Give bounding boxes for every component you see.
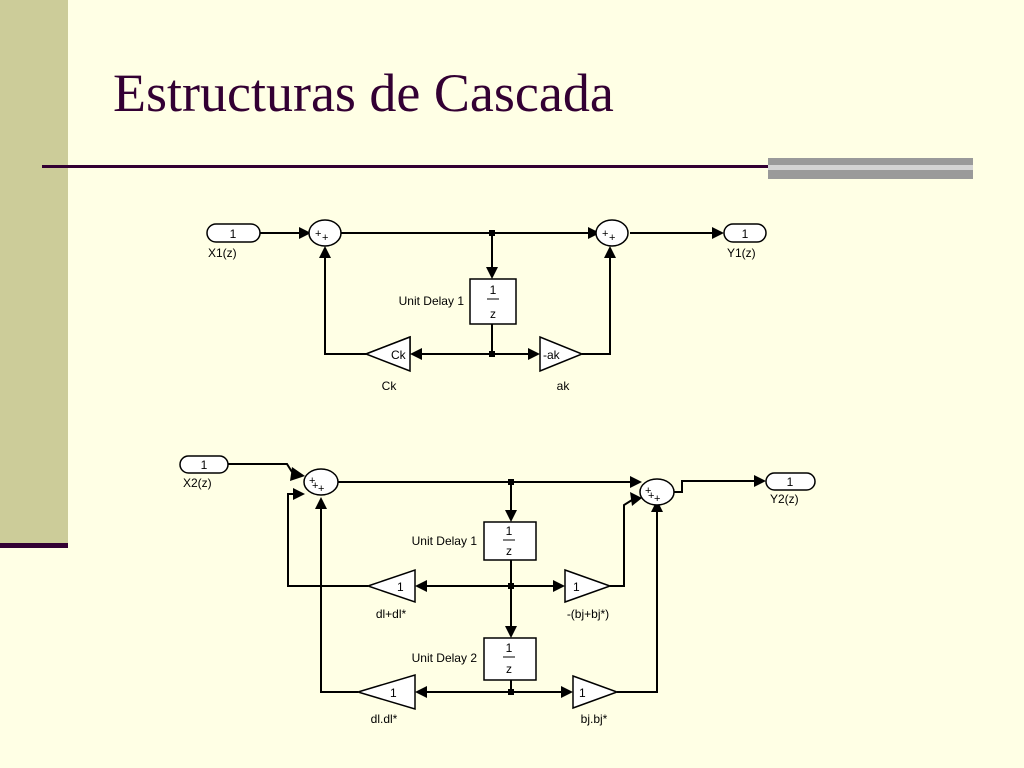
input-port-label: X2(z) — [183, 476, 212, 490]
gain-value: 1 — [573, 580, 580, 594]
unit-delay-numerator: 1 — [490, 283, 497, 297]
input-port-x1[interactable]: 1 — [206, 223, 261, 243]
unit-delay-denominator: z — [506, 544, 512, 558]
gain-label: dl+dl* — [376, 607, 407, 621]
title-underline — [42, 165, 768, 168]
gain-label: ak — [557, 379, 571, 393]
output-port-label: Y2(z) — [770, 492, 799, 506]
title-underline-accent-highlight — [768, 165, 973, 170]
sum-sign: + — [602, 228, 608, 240]
gain-value: Ck — [391, 348, 407, 362]
sum-block-3[interactable]: + + + — [303, 468, 339, 496]
unit-delay-block[interactable]: 1 z — [469, 278, 517, 325]
sum-block-4[interactable]: + + + — [639, 478, 675, 506]
sum-sign: + — [645, 485, 651, 497]
gain-value: 1 — [579, 686, 586, 700]
diagram-2-wires — [228, 463, 758, 693]
gain-label: bj.bj* — [581, 712, 608, 726]
unit-delay-numerator: 1 — [506, 524, 513, 538]
sum-sign: + — [315, 228, 321, 240]
sidebar-foot-line — [0, 543, 68, 548]
gain-label: dl.dl* — [371, 712, 398, 726]
input-port-x2[interactable]: 1 — [179, 455, 229, 474]
unit-delay-block-1[interactable]: 1 z — [483, 521, 537, 561]
sum-sign: + — [312, 480, 318, 492]
branch-point — [489, 351, 495, 357]
unit-delay-label: Unit Delay 1 — [412, 534, 478, 548]
gain-value: 1 — [390, 686, 397, 700]
input-port-label: X1(z) — [208, 246, 237, 260]
gain-value: 1 — [397, 580, 404, 594]
sum-sign: + — [322, 232, 328, 244]
diagram-2-arrows — [290, 467, 766, 698]
gain-label: Ck — [382, 379, 398, 393]
diagram-2: 1 X2(z) + + + + + + 1 Y2(z) Unit Delay 1… — [179, 455, 816, 726]
gain-label: -(bj+bj*) — [567, 607, 609, 621]
unit-delay-block-2[interactable]: 1 z — [483, 637, 537, 681]
sum-sign: + — [654, 493, 660, 505]
branch-point — [508, 479, 514, 485]
input-port-number: 1 — [230, 227, 237, 241]
output-port-number: 1 — [787, 475, 794, 489]
unit-delay-label: Unit Delay 1 — [399, 294, 465, 308]
branch-point — [489, 230, 495, 236]
unit-delay-numerator: 1 — [506, 641, 513, 655]
sum-sign: + — [609, 232, 615, 244]
output-port-y2[interactable]: 1 — [765, 472, 816, 491]
sum-block-1[interactable]: + + — [308, 219, 342, 247]
sidebar-bar — [0, 0, 68, 545]
sum-sign: + — [309, 475, 315, 487]
sum-sign: + — [648, 490, 654, 502]
slide-title: Estructuras de Cascada — [113, 63, 614, 123]
unit-delay-denominator: z — [490, 307, 496, 321]
gain-block-bj-prod[interactable]: 1 — [572, 674, 620, 710]
diagram-1: 1 X1(z) + + + + 1 Y1(z) Unit Delay 1 1 z — [206, 219, 767, 393]
unit-delay-label: Unit Delay 2 — [412, 651, 478, 665]
branch-point — [508, 689, 514, 695]
branch-point — [508, 583, 514, 589]
diagram-1-wires — [260, 232, 715, 355]
input-port-number: 1 — [201, 458, 208, 472]
diagram-1-arrows — [299, 227, 724, 360]
output-port-y1[interactable]: 1 — [723, 223, 767, 243]
output-port-number: 1 — [742, 227, 749, 241]
gain-block-ck[interactable]: Ck — [363, 335, 411, 373]
gain-block-dl-sum[interactable]: 1 — [365, 568, 416, 604]
output-port-label: Y1(z) — [727, 246, 756, 260]
gain-block-ak[interactable]: -ak — [539, 335, 584, 373]
gain-block-dl-prod[interactable]: 1 — [355, 673, 416, 711]
unit-delay-denominator: z — [506, 662, 512, 676]
gain-value: -ak — [543, 348, 561, 362]
sum-block-2[interactable]: + + — [595, 219, 629, 247]
sum-sign: + — [318, 483, 324, 495]
gain-block-bj-sum[interactable]: 1 — [564, 568, 613, 604]
